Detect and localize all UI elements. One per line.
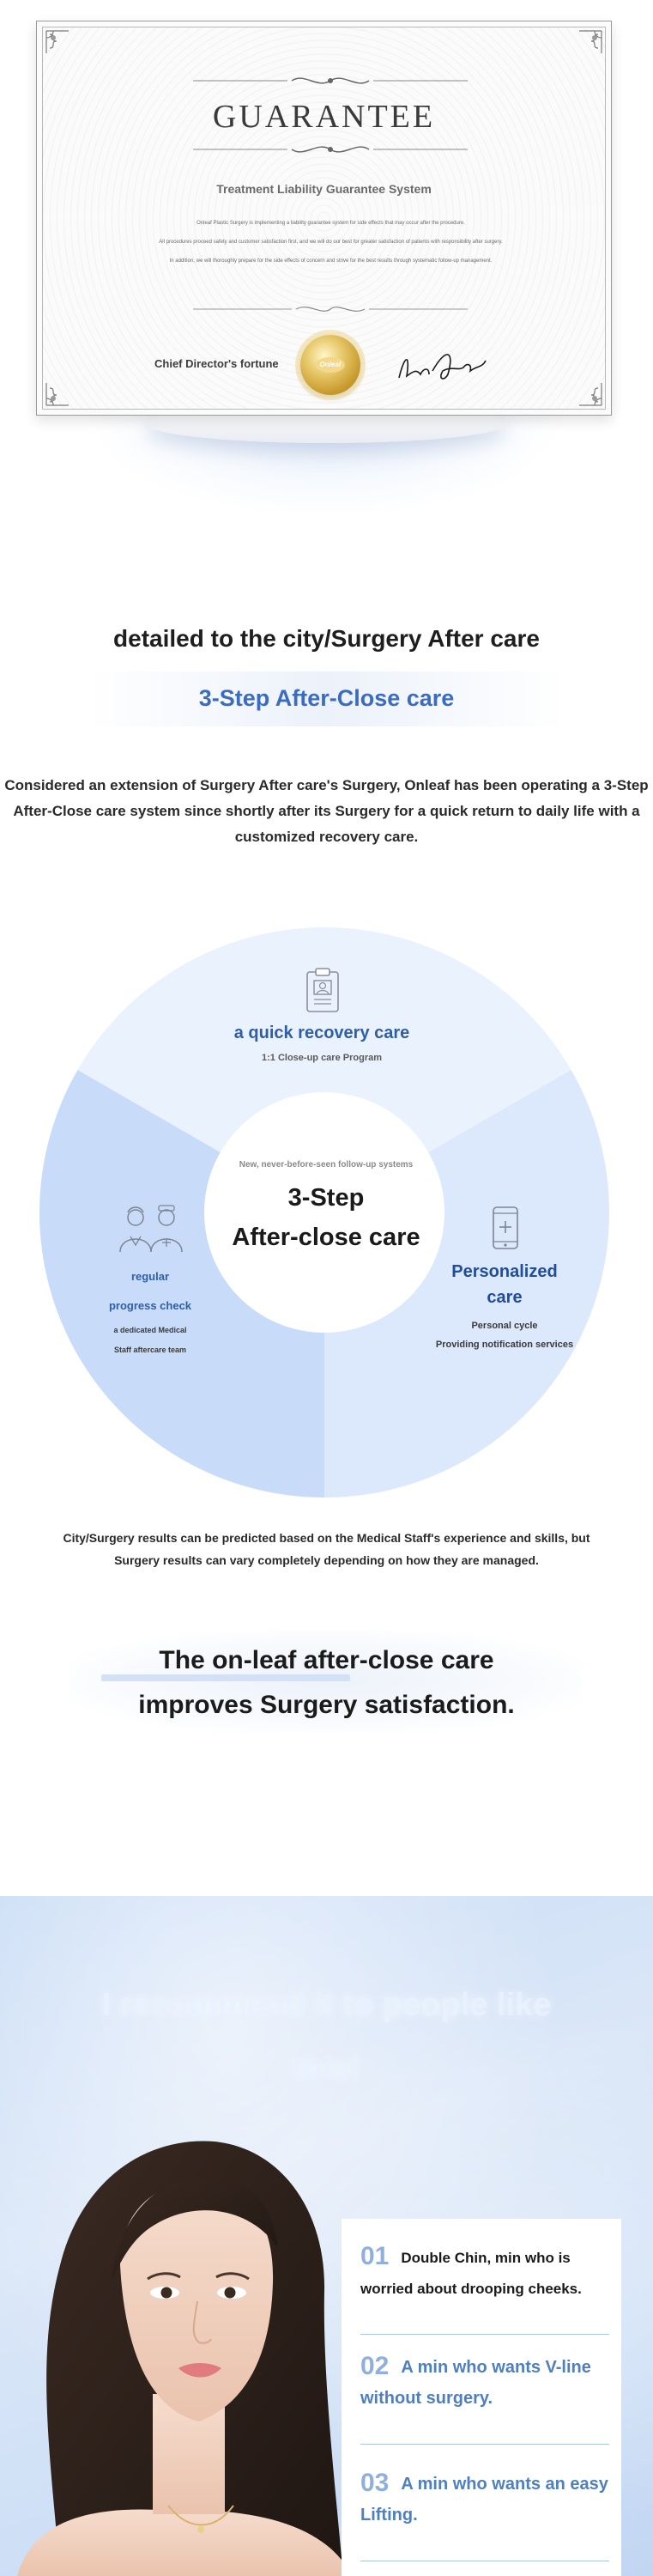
segment-progress-check-title: regular progress check — [86, 1262, 215, 1321]
recommend-heading-line: I recommend it to people like — [101, 1987, 552, 2023]
signatory-label: Chief Director's fortune — [154, 357, 279, 370]
wheel-center-caption: New, never-before-seen follow-up systems — [239, 1160, 414, 1170]
disclaimer-line: City/Surgery results can be predicted ba… — [63, 1531, 590, 1545]
segment-title-line: care — [487, 1288, 523, 1307]
intro-description-line: Considered an extension of Surgery After… — [4, 777, 649, 793]
care-wheel-diagram — [39, 927, 609, 1498]
results-disclaimer: City/Surgery results can be predicted ba… — [0, 1527, 653, 1571]
segment-quick-recovery-title: a quick recovery care — [233, 1024, 410, 1042]
intro-description: Considered an extension of Surgery After… — [0, 773, 653, 850]
certificate-paragraph: In addition, we will thoroughly prepare … — [169, 258, 493, 264]
segment-subtitle-line: Providing notification services — [435, 1340, 574, 1350]
flourish-ornament-icon — [193, 77, 468, 84]
recommend-heading-line: this! — [292, 2050, 361, 2087]
satisfaction-background — [69, 1630, 584, 1733]
phone-icon — [493, 1206, 518, 1249]
satisfaction-line: improves Surgery satisfaction. — [138, 1691, 515, 1719]
segment-personalized-care-subtitle: Personal cycle Providing notification se… — [410, 1316, 599, 1354]
satisfaction-statement: The on-leaf after-close care improves Su… — [0, 1638, 653, 1728]
segment-progress-check-subtitle: a dedicated Medical Staff aftercare team — [86, 1321, 215, 1360]
item-divider — [360, 2444, 609, 2445]
item-text: Double Chin, min who is worried about dr… — [360, 2250, 582, 2297]
corner-ornament-icon — [45, 383, 69, 406]
wheel-center-title-line: After-close care — [232, 1224, 420, 1251]
segment-title-line: Personalized — [451, 1262, 558, 1281]
intro-title-highlight — [86, 671, 567, 726]
guarantee-certificate-section: GUARANTEE Treatment Liability Guarantee … — [0, 0, 653, 515]
segment-subtitle-line: Staff aftercare team — [113, 1346, 187, 1354]
satisfaction-underline-highlight — [101, 1674, 350, 1681]
corner-ornament-icon — [45, 30, 69, 53]
certificate-paragraph: Onleaf Plastic Surgery is implementing a… — [197, 221, 465, 226]
intro-description-line: After-Close care system since shortly af… — [13, 803, 640, 819]
flourish-ornament-icon — [193, 307, 468, 312]
segment-title-line: regular — [130, 1270, 170, 1283]
corner-ornament-icon — [579, 383, 602, 406]
certificate-subtitle: Treatment Liability Guarantee System — [216, 182, 432, 196]
item-divider — [360, 2334, 609, 2335]
segment-subtitle-line: a dedicated Medical — [113, 1326, 187, 1334]
segment-personalized-care-title: Personalized care — [410, 1259, 599, 1310]
certificate-inner-border: GUARANTEE Treatment Liability Guarantee … — [42, 27, 606, 410]
item-number: 01 — [360, 2242, 390, 2270]
item-number: 02 — [360, 2352, 390, 2380]
flourish-ornament-icon — [193, 146, 468, 153]
certificate-paragraph: All procedures proceed safety and custom… — [159, 240, 503, 245]
wheel-center-title-line: 3-Step — [287, 1184, 365, 1212]
segment-quick-recovery-subtitle: 1:1 Close-up care Program — [262, 1053, 382, 1063]
intro-title: 3-Step After-Close care — [198, 685, 455, 711]
certificate-frame: GUARANTEE Treatment Liability Guarantee … — [36, 21, 612, 416]
intro-subheading: detailed to the city/Surgery After care — [113, 625, 540, 652]
certificate-title: GUARANTEE — [212, 99, 436, 135]
segment-subtitle-line: Personal cycle — [471, 1321, 538, 1331]
recommend-heading: I recommend it to people like this! — [34, 1973, 619, 2100]
wheel-center-title: 3-Step After-close care — [197, 1178, 455, 1257]
medical-staff-icon — [119, 1205, 183, 1253]
satisfaction-line: The on-leaf after-close care — [159, 1646, 494, 1674]
model-portrait-image — [17, 2141, 352, 2576]
corner-ornament-icon — [579, 30, 602, 53]
item-text: A min who wants an easy Lifting. — [360, 2475, 608, 2524]
signature-icon — [398, 354, 487, 380]
certificate-body: Onleaf Plastic Surgery is implementing a… — [154, 218, 507, 275]
seal-text: Onleaf — [316, 357, 345, 373]
item-number: 03 — [360, 2469, 390, 2497]
intro-description-line: customized recovery care. — [234, 829, 419, 845]
disclaimer-line: Surgery results can vary completely depe… — [114, 1553, 539, 1567]
wheel-center — [204, 1092, 444, 1333]
segment-title-line: progress check — [108, 1299, 192, 1312]
clipboard-icon — [306, 968, 339, 1012]
item-text: A min who wants V-line without surgery. — [360, 2358, 591, 2408]
gold-seal-icon: Onleaf — [300, 335, 360, 395]
